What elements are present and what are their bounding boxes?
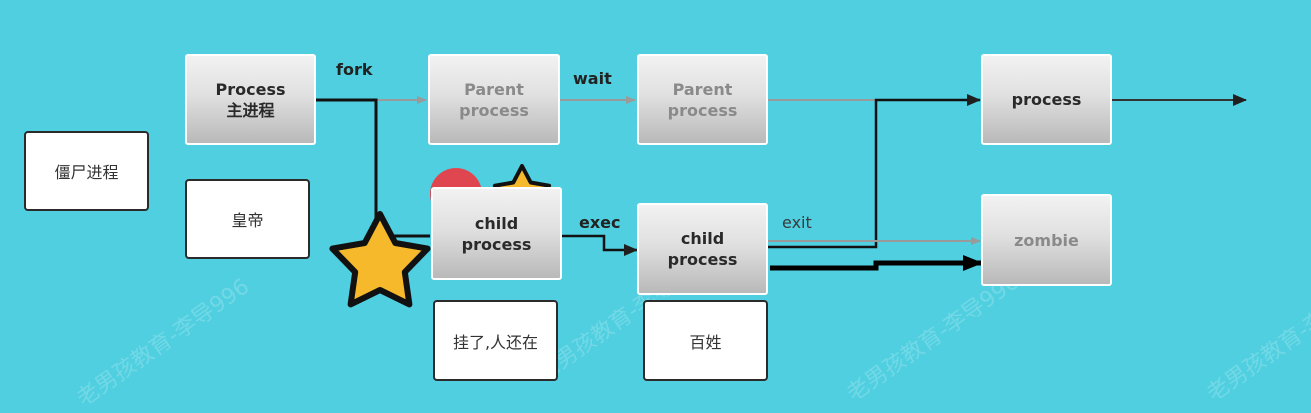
node-label: process [459, 100, 529, 120]
edge-fork-child [316, 98, 430, 238]
note-emperor: 皇帝 [185, 179, 310, 259]
node-label: Parent [672, 79, 733, 99]
node-parent-process-1: Parent process [428, 54, 560, 145]
node-child-process-2: child process [637, 203, 768, 295]
note-zombie-process: 僵尸进程 [24, 131, 149, 211]
node-parent-process-2: Parent process [637, 54, 768, 145]
node-label: process [1011, 90, 1082, 109]
node-label: 主进程 [226, 100, 275, 120]
edge-exec [562, 234, 638, 256]
node-label: Parent [464, 79, 524, 99]
note-commoner: 百姓 [643, 300, 768, 381]
node-label: child [680, 229, 725, 248]
node-zombie: zombie [981, 194, 1112, 286]
edge-exit-process [768, 94, 981, 249]
edge-highlight-zombie [770, 255, 983, 271]
edge-label-exit: exit [782, 213, 812, 232]
node-process-main: Process 主进程 [185, 54, 316, 145]
node-label: child [474, 213, 519, 233]
node-label: process [461, 234, 532, 254]
edge-label-exec: exec [579, 213, 621, 232]
node-label: process [667, 250, 738, 269]
node-process-final: process [981, 54, 1112, 145]
edge-label-fork: fork [336, 60, 373, 79]
node-label: Process [215, 79, 286, 99]
node-child-process-1: child process [431, 187, 562, 280]
node-label: zombie [1014, 230, 1079, 250]
node-label: process [667, 100, 738, 120]
edge-label-wait: wait [573, 69, 612, 88]
star-icon [329, 211, 431, 308]
note-hung-still-alive: 挂了,人还在 [433, 300, 558, 381]
